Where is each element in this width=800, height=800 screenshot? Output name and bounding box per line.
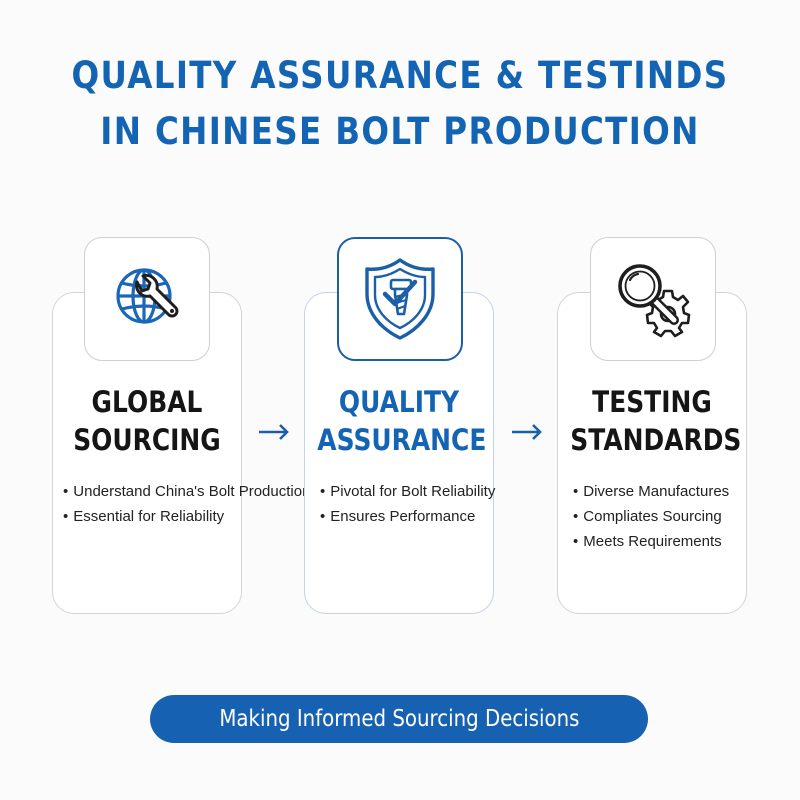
- step-icon-box-global-sourcing: [84, 237, 210, 361]
- list-item: Meets Requirements: [573, 529, 729, 554]
- globe-wrench-icon: [116, 268, 179, 324]
- shield-bolt-check-icon: [365, 258, 435, 340]
- step-title-quality-assurance: QUALITY ASSURANCE: [317, 385, 487, 457]
- magnifier-gear-icon: [618, 264, 691, 338]
- list-item: Diverse Manufactures: [573, 479, 729, 504]
- list-item: Pivotal for Bolt Reliability: [320, 479, 495, 504]
- footer-banner-label: Making Informed Sourcing Decisions: [218, 706, 580, 732]
- arrow-right-icon: [259, 424, 289, 440]
- list-item: Compliates Sourcing: [573, 504, 729, 529]
- list-item: Understand China's Bolt Production: [63, 479, 310, 504]
- page-title-line-2: IN CHINESE BOLT PRODUCTION: [100, 110, 700, 153]
- step-bullets-testing-standards: Diverse Manufactures Compliates Sourcing…: [573, 479, 729, 554]
- step-bullets-quality-assurance: Pivotal for Bolt Reliability Ensures Per…: [320, 479, 495, 529]
- step-title-testing-standards: TESTING STANDARDS: [570, 385, 742, 457]
- footer-banner: Making Informed Sourcing Decisions: [150, 695, 648, 743]
- step-icon-box-testing-standards: [590, 237, 716, 361]
- list-item: Ensures Performance: [320, 504, 495, 529]
- step-icon-box-quality-assurance: [337, 237, 463, 361]
- arrow-right-icon: [512, 424, 542, 440]
- page-title-line-1: QUALITY ASSURANCE & TESTINDS: [71, 54, 729, 97]
- step-title-global-sourcing: GLOBAL SOURCING: [73, 385, 221, 457]
- list-item: Essential for Reliability: [63, 504, 310, 529]
- step-bullets-global-sourcing: Understand China's Bolt Production Essen…: [63, 479, 310, 529]
